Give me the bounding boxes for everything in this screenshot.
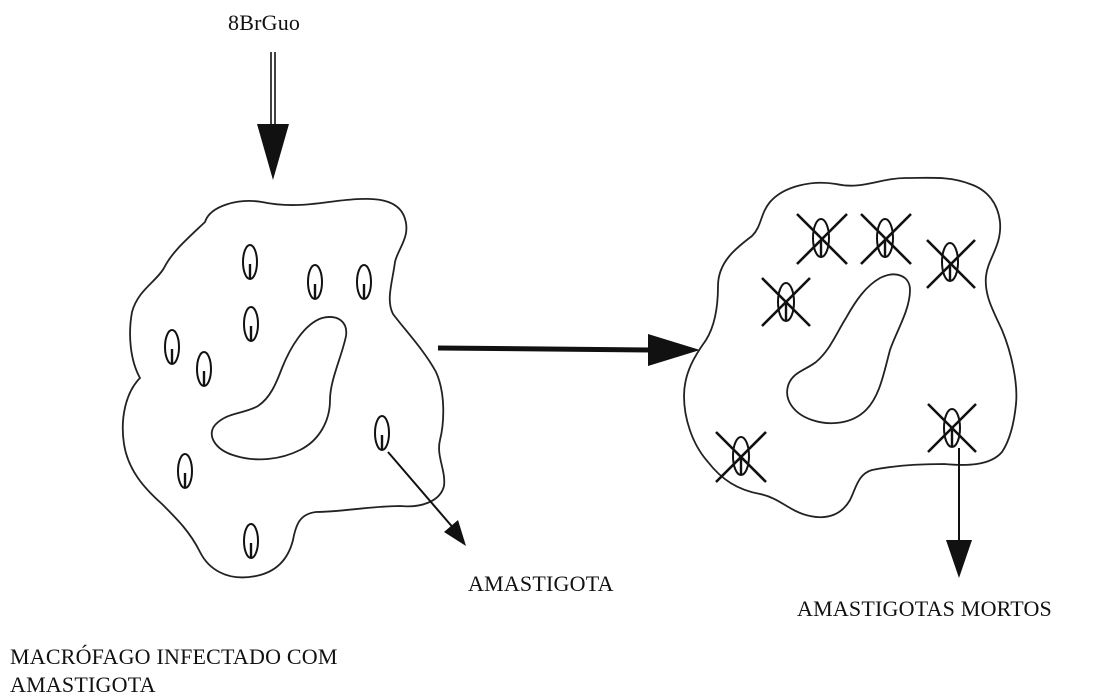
amastigote bbox=[243, 245, 257, 279]
amastigote-pointer-arrow bbox=[388, 452, 466, 546]
treated-macrophage bbox=[684, 178, 1016, 517]
nucleus-right bbox=[787, 274, 910, 423]
dead-amastigote bbox=[861, 214, 911, 264]
dead-amastigote bbox=[762, 278, 810, 326]
amastigote-label: AMASTIGOTA bbox=[468, 571, 614, 597]
dead-amastigote bbox=[927, 240, 975, 288]
macrophage-membrane-left bbox=[123, 199, 444, 578]
nucleus-left bbox=[212, 317, 347, 459]
amastigote bbox=[244, 307, 258, 341]
transition-arrow bbox=[438, 334, 700, 366]
caption: MACRÓFAGO INFECTADO COM AMASTIGOTA bbox=[10, 643, 338, 699]
dead-amastigote bbox=[928, 404, 976, 452]
amastigote bbox=[357, 265, 371, 299]
amastigote bbox=[308, 265, 322, 299]
dead-amastigote bbox=[716, 432, 766, 482]
dead-amastigotes-label: AMASTIGOTAS MORTOS bbox=[797, 596, 1052, 622]
amastigote bbox=[197, 352, 211, 386]
amastigote bbox=[244, 524, 258, 558]
drug-arrow bbox=[257, 52, 289, 180]
dead-pointer-arrow bbox=[946, 448, 972, 578]
amastigote bbox=[165, 330, 179, 364]
amastigote bbox=[178, 454, 192, 488]
dead-amastigote bbox=[797, 214, 847, 264]
amastigote bbox=[375, 416, 389, 450]
infected-macrophage bbox=[123, 199, 444, 578]
drug-label: 8BrGuo bbox=[228, 10, 300, 36]
caption-line: MACRÓFAGO INFECTADO COM bbox=[10, 643, 338, 671]
